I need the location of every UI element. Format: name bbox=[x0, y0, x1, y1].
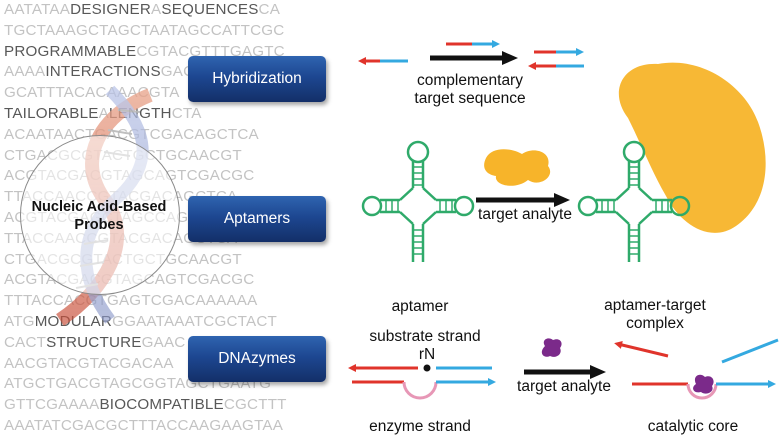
center-title: Nucleic Acid-Based Probes bbox=[24, 198, 174, 234]
substrate-strand-label: substrate strand bbox=[369, 328, 481, 345]
sequence-text: AATATAA bbox=[4, 1, 71, 18]
complementary-label-line-2: target sequence bbox=[414, 90, 526, 107]
sequence-text: TGCTAAAGCTAGCTAATAGCCATTCGC bbox=[4, 21, 285, 39]
sequence-line: CACTSTRUCTUREGAAC bbox=[4, 334, 185, 352]
dnazyme-analyte bbox=[541, 338, 562, 357]
bound-analyte bbox=[693, 374, 714, 394]
complementary-label-line-1: complementary bbox=[417, 72, 523, 89]
complementary-label: complementary target sequence bbox=[400, 72, 540, 108]
sequence-text: AACGTACGTACGACAA bbox=[4, 354, 174, 372]
sequence-line: AACGTACGTACGACAA bbox=[4, 355, 174, 373]
center-title-line-1: Nucleic Acid-Based bbox=[31, 199, 167, 215]
property-word: MODULAR bbox=[34, 313, 113, 330]
aptamer-target-analyte-label: target analyte bbox=[478, 206, 572, 223]
dnazyme-before bbox=[348, 364, 496, 400]
sequence-text: GTTCGAAAA bbox=[4, 396, 100, 414]
sequence-text: A bbox=[98, 105, 109, 122]
bound-aptamer-structure bbox=[577, 140, 691, 262]
sequence-text: AAAA bbox=[4, 63, 46, 81]
sequence-text: CACT bbox=[4, 333, 47, 351]
enzyme-loop bbox=[402, 381, 438, 400]
cleaved-blue bbox=[721, 338, 779, 364]
sequence-line: TTTACCACGTGAGTCGACAAAAAA bbox=[4, 292, 257, 310]
dnazymes-button[interactable]: DNAzymes bbox=[188, 336, 326, 382]
sequence-line: AATATAADESIGNERASEQUENCESCA bbox=[4, 1, 280, 19]
rn-label: rN bbox=[418, 346, 436, 363]
sequence-text: GAAC bbox=[141, 333, 186, 351]
aptamers-button[interactable]: Aptamers bbox=[188, 196, 326, 242]
sequence-text: CGCTTT bbox=[223, 396, 287, 414]
sequence-text: CTA bbox=[171, 105, 202, 122]
rna-site-dot bbox=[423, 364, 431, 372]
property-word: BIOCOMPATIBLE bbox=[99, 396, 224, 414]
property-word: INTERACTIONS bbox=[45, 63, 161, 81]
sequence-text: A bbox=[151, 1, 162, 18]
sequence-text: GGAATAAATCGCTACT bbox=[112, 313, 277, 330]
catalytic-core-label: catalytic core bbox=[647, 418, 739, 435]
center-title-line-2: Probes bbox=[74, 217, 124, 233]
bound-target-blob bbox=[618, 62, 766, 233]
cleaved-red bbox=[614, 341, 669, 358]
sequence-text: ATG bbox=[4, 313, 35, 330]
dnazyme-after bbox=[614, 338, 779, 400]
property-word: DESIGNER bbox=[70, 1, 152, 18]
sequence-line: GTTCGAAAABIOCOMPATIBLECGCTTT bbox=[4, 396, 287, 414]
enzyme-strand-label: enzyme strand bbox=[369, 418, 471, 435]
sequence-text: CGTACGTTTGAGTC bbox=[136, 42, 285, 60]
aptamer-structure bbox=[361, 140, 475, 262]
sequence-line: ATGMODULARGGAATAAATCGCTACT bbox=[4, 313, 277, 331]
property-word: TAILORABLE bbox=[4, 105, 99, 122]
complex-label-line-1: aptamer-target bbox=[604, 297, 706, 314]
probes-circle bbox=[20, 135, 180, 295]
property-word: SEQUENCES bbox=[161, 1, 259, 18]
sequence-line: TGCTAAAGCTAGCTAATAGCCATTCGC bbox=[4, 22, 284, 40]
complex-label-line-2: complex bbox=[626, 315, 684, 332]
target-analyte-blob bbox=[484, 149, 551, 186]
property-word: STRUCTURE bbox=[46, 333, 142, 351]
sequence-text: CA bbox=[258, 1, 281, 18]
sequence-text: TTTACCACGTGAGTCGACAAAAAA bbox=[4, 292, 258, 310]
aptamer-label: aptamer bbox=[391, 298, 449, 315]
hybridization-button[interactable]: Hybridization bbox=[188, 56, 326, 102]
sequence-text: AAATATCGACGCTTTACCAAGAAGTAA bbox=[4, 417, 284, 434]
complex-label: aptamer-target complex bbox=[580, 297, 730, 333]
hybridization-schematic bbox=[358, 40, 584, 70]
sequence-line: PROGRAMMABLECGTACGTTTGAGTC bbox=[4, 43, 285, 61]
dnazyme-target-analyte-label: target analyte bbox=[517, 378, 611, 395]
sequence-line: AAATATCGACGCTTTACCAAGAAGTAA bbox=[4, 417, 283, 435]
enzyme-after-loop bbox=[686, 383, 718, 400]
property-word: PROGRAMMABLE bbox=[4, 42, 137, 60]
